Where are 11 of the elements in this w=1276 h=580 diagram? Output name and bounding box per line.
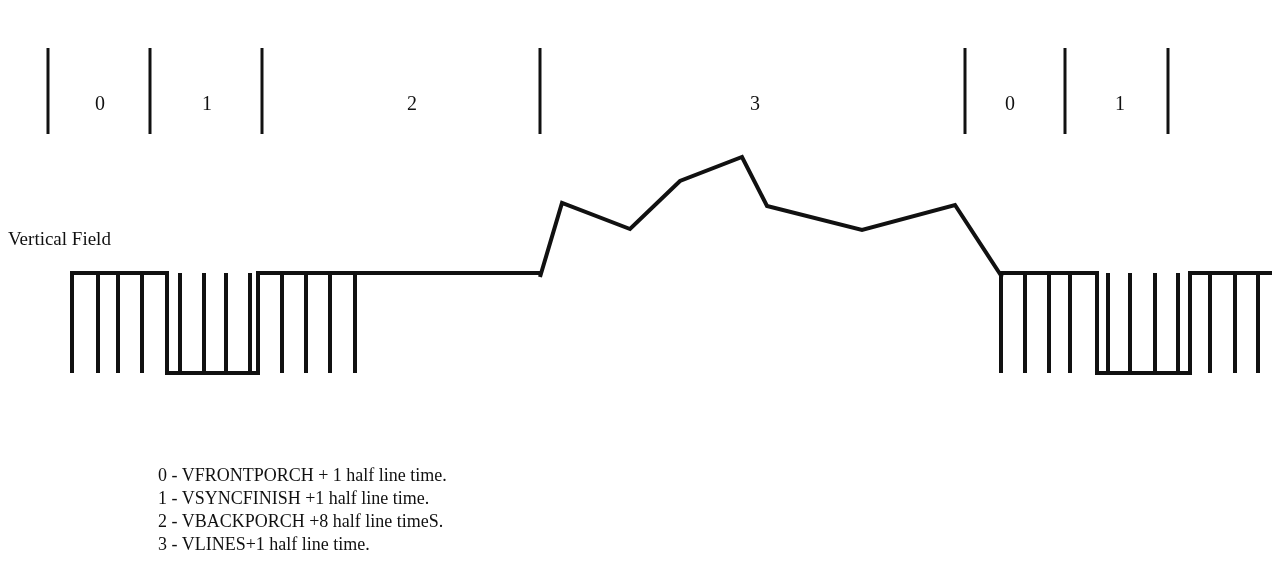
- segment-number: 1: [1115, 92, 1125, 115]
- segment-number: 0: [1005, 92, 1015, 115]
- segment-number: 3: [750, 92, 760, 115]
- note-text: 1 - VSYNCFINISH +1 half line time.: [158, 487, 431, 510]
- note-text: 3 - VLINES+1 half line time.: [158, 533, 371, 556]
- segment-number: 1: [202, 92, 212, 115]
- segment-number: 2: [407, 92, 417, 115]
- waveform-label: Vertical Field: [8, 228, 111, 250]
- note-text: 2 - VBACKPORCH +8 half line timeS.: [158, 510, 445, 533]
- segment-number: 0: [95, 92, 105, 115]
- note-text: 0 - VFRONTPORCH + 1 half line time.: [158, 464, 447, 487]
